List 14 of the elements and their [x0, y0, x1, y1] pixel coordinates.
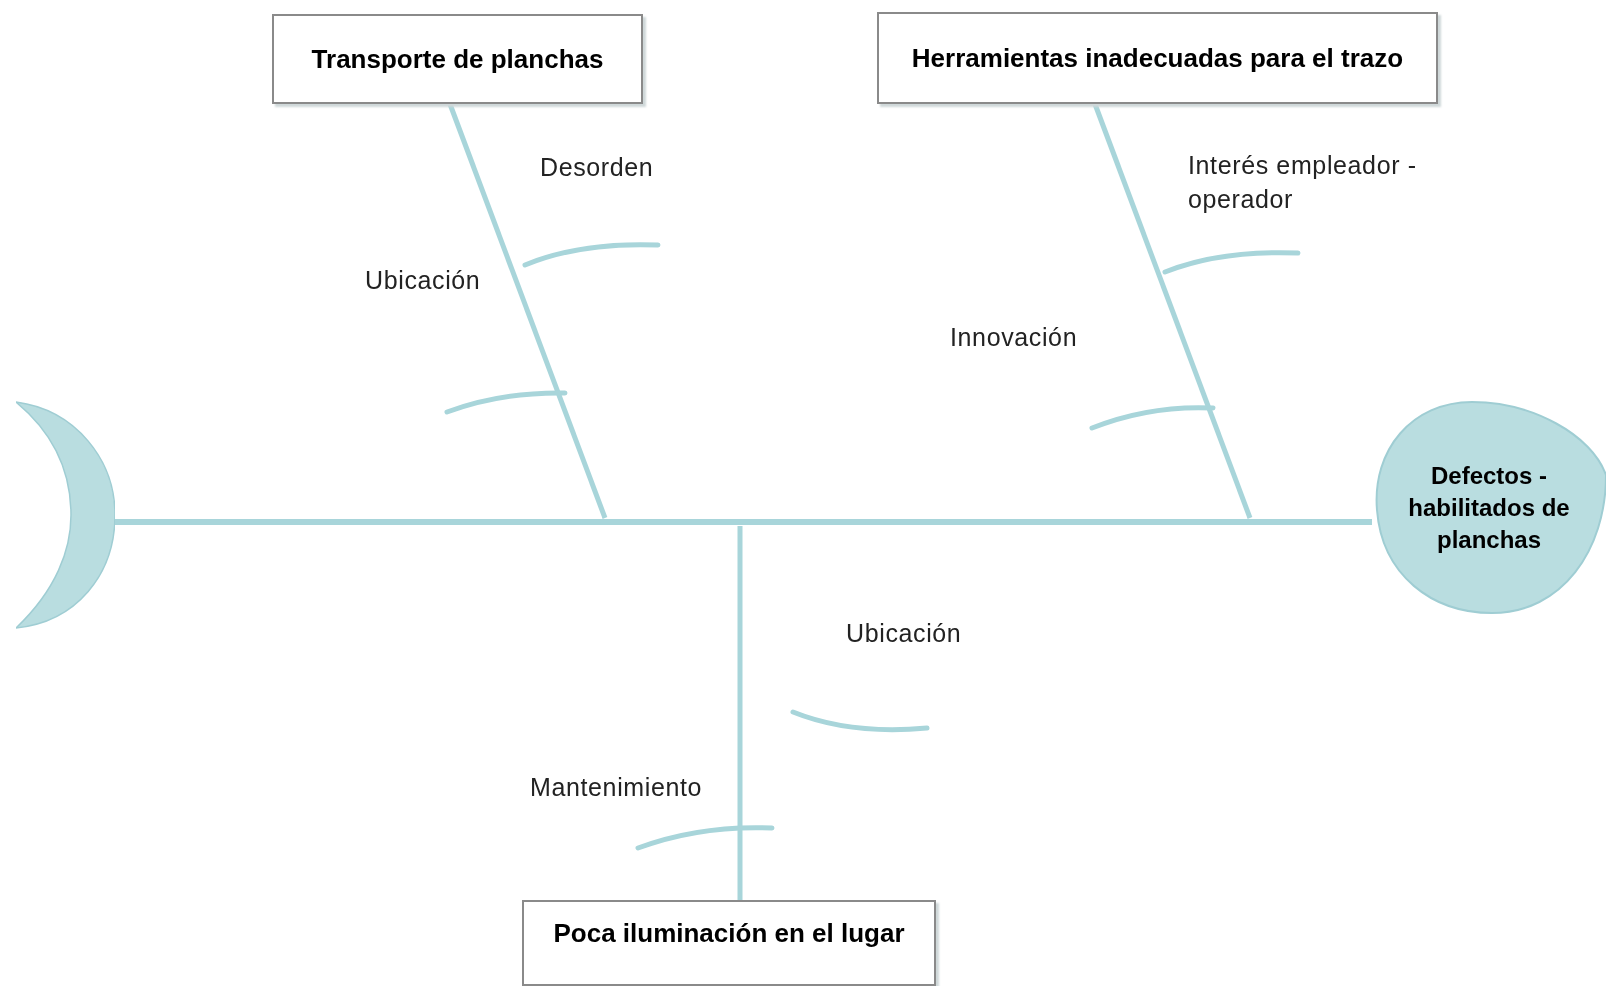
cause-label: Ubicación	[846, 618, 962, 649]
fish-tail	[16, 400, 115, 630]
category-box: Herramientas inadecuadas para el trazo	[877, 12, 1438, 104]
cause-label: Mantenimiento	[530, 772, 703, 803]
fishbone-line	[737, 526, 743, 900]
category-box: Poca iluminación en el lugar	[522, 900, 936, 986]
fishbone-line	[447, 103, 608, 519]
cause-label: Desorden	[540, 152, 654, 183]
category-box: Transporte de planchas	[272, 14, 643, 104]
fishbone-line	[1092, 103, 1253, 519]
cause-label: Interés empleador - operador	[1188, 150, 1418, 215]
cause-label: Innovación	[950, 322, 1078, 353]
fishbone-line	[115, 519, 1372, 525]
cause-label: Ubicación	[365, 265, 481, 296]
